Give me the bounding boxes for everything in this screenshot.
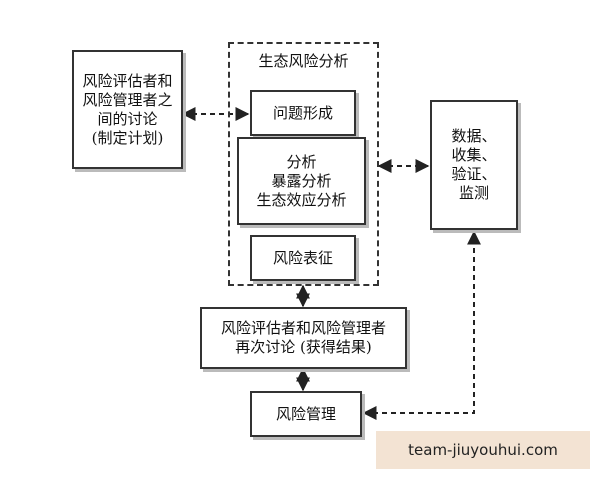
analysis-box: 分析 暴露分析 生态效应分析 [237,137,366,225]
data-collection-box: 数据、 收集、 验证、 监测 [430,100,518,230]
frame-title: 生态风险分析 [258,52,349,70]
discussion-results-text: 风险评估者和风险管理者 再次讨论 (获得结果) [220,319,386,356]
planning-discussion-box: 风险评估者和 风险管理者之 间的讨论 (制定计划) [72,50,183,169]
watermark: team-jiuyouhui.com [376,431,590,469]
planning-discussion-text: 风险评估者和 风险管理者之 间的讨论 (制定计划) [82,71,173,147]
ecological-risk-analysis-frame: 生态风险分析 [228,42,379,286]
management-to-data-arrow [362,230,481,420]
problem-formulation-box: 问题形成 [250,90,356,136]
risk-characterization-box: 风险表征 [250,235,356,281]
watermark-text: team-jiuyouhui.com [408,441,558,459]
discussion-results-box: 风险评估者和风险管理者 再次讨论 (获得结果) [200,307,407,369]
risk-characterization-text: 风险表征 [272,248,333,267]
risk-management-text: 风险管理 [275,404,336,423]
analysis-text: 分析 暴露分析 生态效应分析 [256,152,347,209]
problem-formulation-text: 问题形成 [272,103,333,122]
data-collection-text: 数据、 收集、 验证、 监测 [451,127,497,202]
risk-management-box: 风险管理 [250,391,362,437]
